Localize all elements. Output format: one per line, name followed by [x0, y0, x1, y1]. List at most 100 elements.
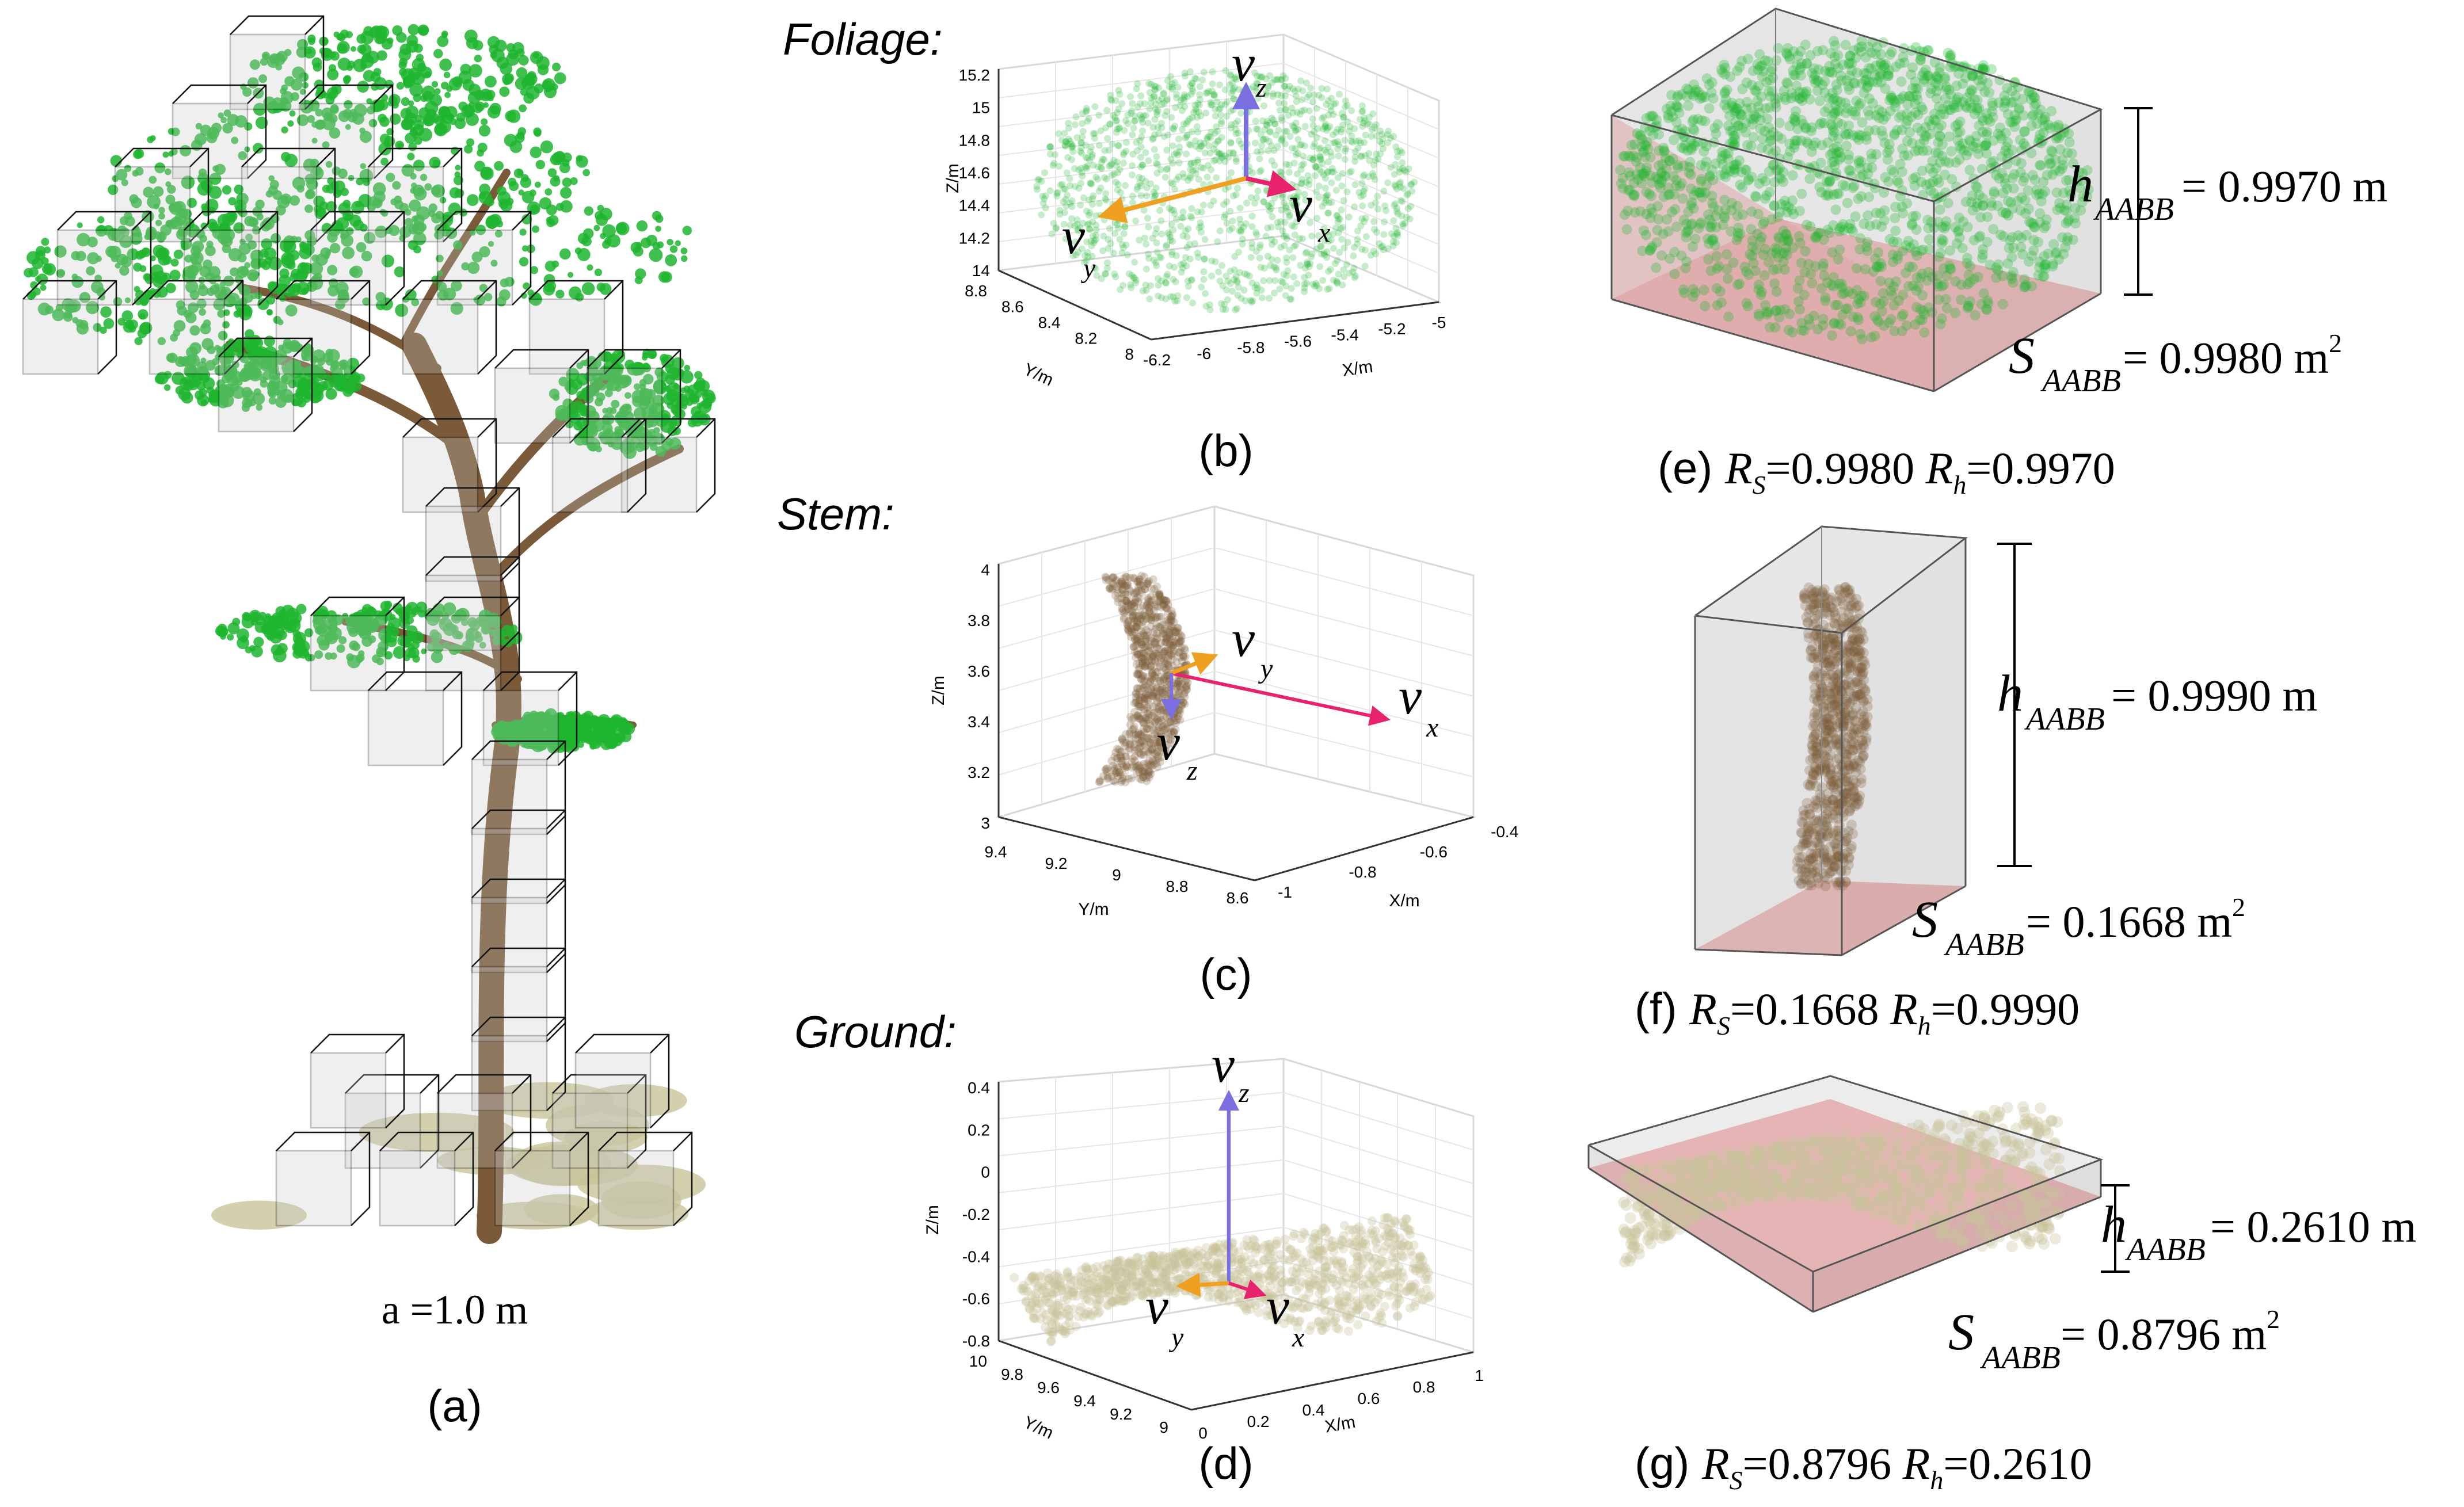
tick-label: 9.4 [1073, 1392, 1096, 1410]
f-caption-prefix: (f) [1635, 983, 1689, 1034]
f-s-unit-sup: 2 [2232, 892, 2245, 922]
panel-a-caption: (a) [427, 1380, 482, 1431]
foliage-axis-ticks: 15.21514.814.614.414.2148.88.68.48.28-6.… [959, 66, 1446, 369]
tick-label: 1 [1475, 1367, 1484, 1384]
stem-z-axis-label: Z/m [929, 676, 948, 705]
tick-label: -5.4 [1331, 326, 1359, 344]
e-rs-symbol: R [1724, 443, 1753, 493]
tick-label: 10 [969, 1352, 987, 1370]
tick-label: -5.2 [1378, 320, 1406, 338]
ground-vz-subscript: z [1238, 1078, 1250, 1108]
e-s-symbol: S [2009, 327, 2035, 384]
tick-label: 9.4 [985, 843, 1007, 861]
tick-label: 8.2 [1075, 330, 1097, 348]
tick-label: -5 [1432, 314, 1446, 331]
foliage-3d-axes-box [995, 33, 1442, 341]
stem-vx-arrow [1171, 672, 1391, 726]
tick-label: 0 [981, 1163, 990, 1181]
foliage-x-axis-label: X/m [1341, 357, 1374, 380]
foliage-vz-symbol: v [1232, 35, 1255, 92]
e-h-symbol: h [2067, 156, 2093, 213]
tick-label: 0.6 [1358, 1390, 1380, 1407]
foliage-vy-subscript: y [1080, 253, 1096, 284]
tick-label: 14.6 [959, 164, 991, 182]
tick-label: -0.4 [962, 1247, 990, 1265]
g-rh-subscript: h [1930, 1466, 1943, 1495]
tree-voxel-illustration [22, 15, 716, 1244]
panel-g-ground-aabb: h AABB = 0.2610 m S AABB = 0.8796 m 2 (g… [1587, 1075, 2416, 1495]
ground-section-title: Ground: [794, 1006, 957, 1057]
tick-label: -5.6 [1284, 333, 1312, 350]
tick-label: 3.2 [968, 764, 990, 781]
e-h-value: = 0.9970 m [2181, 161, 2387, 211]
stem-point-cloud [1095, 571, 1192, 787]
ground-vy-subscript: y [1168, 1322, 1184, 1353]
g-s-unit-sup: 2 [2267, 1304, 2280, 1334]
stem-y-axis-label: Y/m [1078, 900, 1109, 919]
tick-label: -0.4 [1491, 823, 1518, 841]
panel-b-foliage-plot: Foliage: 15.21514.814.614.414.2148.88.68… [783, 14, 1446, 476]
tick-label: 14.4 [959, 197, 991, 215]
g-rh-value: =0.2610 [1943, 1439, 2092, 1489]
ground-3d-axes-box [997, 1058, 1475, 1411]
panel-a-scale-label: a =1.0 m [382, 1287, 528, 1333]
stem-section-title: Stem: [777, 489, 894, 539]
ground-vz-symbol: v [1212, 1036, 1235, 1093]
g-h-value: = 0.2610 m [2210, 1201, 2416, 1252]
e-rh-symbol: R [1925, 443, 1953, 493]
panel-c-stem-plot: Stem: 43.83.63.43.239.49.298.88.6-1-0.8-… [777, 489, 1518, 999]
foliage-vx-symbol: v [1289, 176, 1312, 233]
tick-label: -1 [1278, 883, 1292, 901]
ground-aabb-points [1617, 1101, 2066, 1268]
tick-label: 14.8 [959, 131, 991, 149]
tick-label: 14 [972, 262, 990, 280]
tick-label: 0.2 [1247, 1413, 1270, 1430]
tick-label: 8.6 [1001, 298, 1024, 316]
g-h-subscript: AABB [2124, 1232, 2206, 1268]
tick-label: 8.6 [1227, 889, 1249, 907]
foliage-y-axis-label: Y/m [1020, 360, 1056, 390]
ground-vx-arrow [1228, 1279, 1267, 1299]
panel-f-caption: (f) RS=0.1668 Rh=0.9990 [1635, 983, 2080, 1040]
tick-label: -5.8 [1237, 338, 1265, 356]
stem-vx-symbol: v [1399, 668, 1422, 725]
f-rh-subscript: h [1918, 1011, 1931, 1040]
foliage-vy-symbol: v [1062, 208, 1085, 265]
ground-x-axis-label: X/m [1323, 1413, 1357, 1437]
g-rs-value: =0.8796 [1743, 1439, 1903, 1489]
tick-label: 3.4 [968, 713, 990, 731]
e-caption-prefix: (e) [1658, 442, 1725, 493]
tick-label: -0.6 [1420, 843, 1448, 861]
e-rh-subscript: h [1953, 470, 1966, 499]
f-h-value: = 0.9990 m [2111, 670, 2317, 720]
panel-d-caption: (d) [1198, 1438, 1253, 1489]
ground-vy-symbol: v [1145, 1278, 1168, 1335]
tick-label: 9 [1112, 866, 1121, 884]
tick-label: -0.6 [962, 1290, 990, 1308]
e-h-subscript: AABB [2093, 192, 2174, 227]
f-rs-subscript: S [1717, 1011, 1730, 1040]
tick-label: 9.2 [1110, 1405, 1132, 1423]
tick-label: 0 [1198, 1424, 1208, 1442]
tick-label: 0.4 [968, 1079, 990, 1097]
f-rh-value: =0.9990 [1931, 984, 2080, 1034]
panel-e-foliage-aabb: h AABB = 0.9970 m S AABB = 0.9980 m 2 (e… [1610, 7, 2387, 499]
tick-label: 4 [981, 561, 990, 579]
stem-vz-subscript: z [1186, 756, 1198, 786]
ground-z-axis-label: Z/m [923, 1205, 942, 1235]
tick-label: 9.6 [1037, 1379, 1060, 1397]
stem-axis-ticks: 43.83.63.43.239.49.298.88.6-1-0.8-0.6-0.… [968, 561, 1518, 907]
tick-label: 15 [972, 99, 990, 117]
tick-label: -0.8 [962, 1332, 990, 1350]
f-rs-value: =0.1668 [1730, 984, 1890, 1034]
stem-3d-axes-box [995, 505, 1477, 882]
g-s-subscript: AABB [1979, 1340, 2061, 1376]
g-rs-subscript: S [1730, 1466, 1743, 1495]
g-rs-symbol: R [1701, 1439, 1730, 1489]
stem-x-axis-label: X/m [1389, 891, 1419, 910]
tick-label: -0.8 [1349, 863, 1376, 881]
tick-label: 8.8 [965, 282, 987, 300]
g-caption-prefix: (g) [1635, 1438, 1702, 1489]
